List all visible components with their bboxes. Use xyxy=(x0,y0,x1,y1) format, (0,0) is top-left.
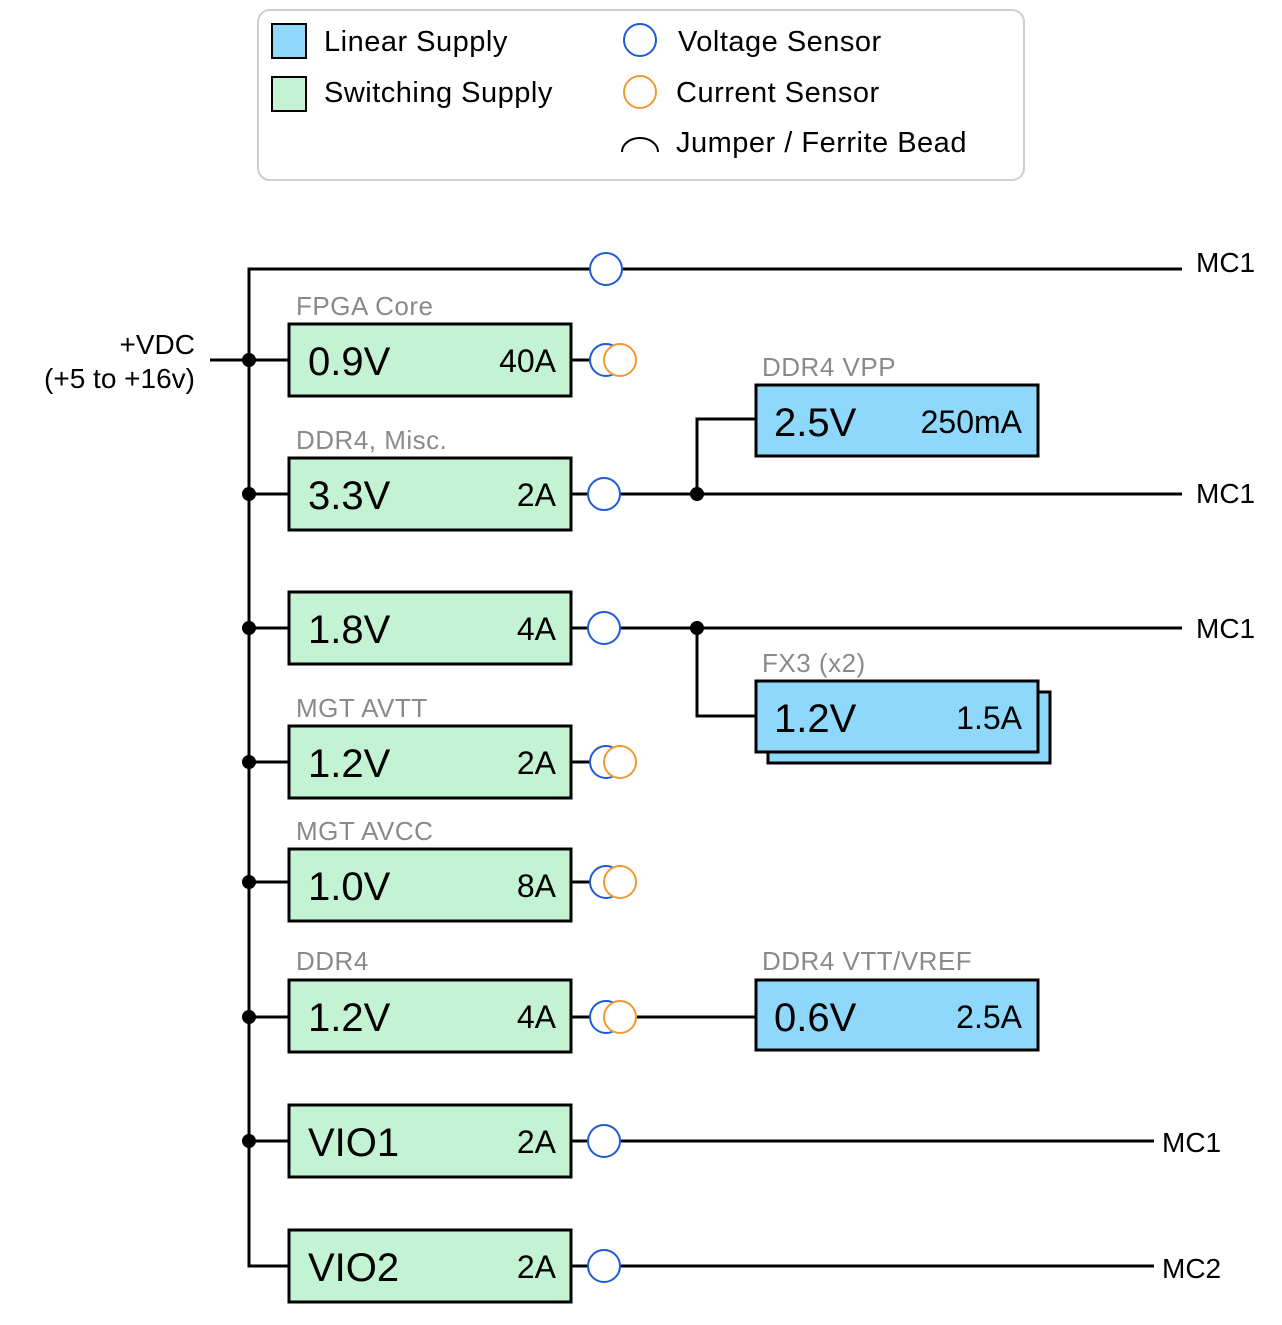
linear-supplies: DDR4 VPP 2.5V 250mA FX3 (x2) 1.2V 1.5A D… xyxy=(754,352,1052,1052)
linear-supply-box xyxy=(754,978,1040,1052)
legend-linear-swatch xyxy=(271,23,307,59)
top-rail-voltage-sensor-icon xyxy=(589,252,623,286)
supply-title: DDR4 xyxy=(296,946,369,976)
supply-current: 4A xyxy=(517,999,557,1035)
legend-jumper-label: Jumper / Ferrite Bead xyxy=(676,127,967,159)
supply-current: 40A xyxy=(499,343,557,379)
dest-label: MC2 xyxy=(1162,1253,1221,1284)
legend-current-label: Current Sensor xyxy=(676,77,880,109)
supply-title: MGT AVTT xyxy=(296,693,428,723)
linear-supply-box xyxy=(754,383,1040,458)
legend-current-sensor-icon xyxy=(623,75,657,109)
bus-junction xyxy=(242,755,256,769)
legend-switching-label: Switching Supply xyxy=(324,77,553,109)
supply-current: 8A xyxy=(517,868,557,904)
legend-linear-label: Linear Supply xyxy=(324,26,508,58)
supply-voltage: VIO1 xyxy=(308,1121,399,1165)
input-voltage-label: +VDC xyxy=(120,329,195,360)
supply-current: 2A xyxy=(517,1249,557,1285)
bus-junction xyxy=(242,353,256,367)
current-sensor-icon xyxy=(603,343,637,377)
legend-voltage-sensor-icon xyxy=(623,23,657,57)
supply-title: DDR4 VTT/VREF xyxy=(762,946,972,976)
switching-supply-box xyxy=(287,1228,573,1304)
output-wires xyxy=(618,417,1182,1268)
supply-voltage: 1.2V xyxy=(308,996,391,1040)
top-rail-dest-label: MC1 xyxy=(1196,247,1255,278)
switching-supply-box xyxy=(287,978,573,1054)
switching-supply-box xyxy=(287,847,573,923)
current-sensor-icon xyxy=(603,1000,637,1034)
supply-voltage: 2.5V xyxy=(774,401,857,445)
linear-supply-box xyxy=(754,679,1040,754)
voltage-sensor-icon xyxy=(587,1124,621,1158)
branch-junction xyxy=(690,487,704,501)
supply-voltage: VIO2 xyxy=(308,1246,399,1290)
voltage-sensor-icon xyxy=(587,611,621,645)
bus-junction xyxy=(242,487,256,501)
switching-supply-box xyxy=(287,590,573,666)
branch-junction xyxy=(690,621,704,635)
supply-current: 1.5A xyxy=(956,700,1022,736)
dest-label: MC1 xyxy=(1196,613,1255,644)
current-sensor-icon xyxy=(603,865,637,899)
dest-label: MC1 xyxy=(1196,478,1255,509)
supply-voltage: 1.2V xyxy=(308,742,391,786)
supply-title: FX3 (x2) xyxy=(762,648,866,678)
supply-current: 250mA xyxy=(921,404,1023,440)
supply-current: 4A xyxy=(517,611,557,647)
supply-current: 2.5A xyxy=(956,999,1022,1035)
supply-voltage: 3.3V xyxy=(308,474,391,518)
switching-supply-box xyxy=(287,456,573,532)
bus-junction xyxy=(242,1010,256,1024)
supply-voltage: 0.6V xyxy=(774,996,857,1040)
switching-supply-box xyxy=(287,724,573,800)
bus-junction xyxy=(242,1134,256,1148)
supply-title: MGT AVCC xyxy=(296,816,433,846)
main-bus xyxy=(210,267,1182,1268)
supply-current: 2A xyxy=(517,1124,557,1160)
switching-supply-box xyxy=(287,322,573,398)
voltage-sensor-icon xyxy=(587,1249,621,1283)
supply-voltage: 1.8V xyxy=(308,608,391,652)
current-sensor-icon xyxy=(603,745,637,779)
input-range-label: (+5 to +16v) xyxy=(44,363,195,394)
legend: Linear Supply Switching Supply Voltage S… xyxy=(257,9,1025,181)
supply-voltage: 1.2V xyxy=(774,697,857,741)
switching-supplies: FPGA Core 0.9V 40A DDR4, Misc. 3.3V 2A M… xyxy=(287,291,1255,1304)
voltage-sensor-icon xyxy=(587,477,621,511)
legend-jumper-icon xyxy=(621,137,659,153)
supply-voltage: 0.9V xyxy=(308,340,391,384)
bus-junction xyxy=(242,875,256,889)
dest-label: MC1 xyxy=(1162,1127,1221,1158)
bus-junction xyxy=(242,621,256,635)
supply-title: DDR4, Misc. xyxy=(296,425,447,455)
switching-supply-box xyxy=(287,1103,573,1179)
legend-voltage-label: Voltage Sensor xyxy=(678,26,882,58)
supply-title: FPGA Core xyxy=(296,291,433,321)
supply-current: 2A xyxy=(517,745,557,781)
legend-switching-swatch xyxy=(271,76,307,112)
supply-title: DDR4 VPP xyxy=(762,352,896,382)
supply-voltage: 1.0V xyxy=(308,865,391,909)
supply-current: 2A xyxy=(517,477,557,513)
